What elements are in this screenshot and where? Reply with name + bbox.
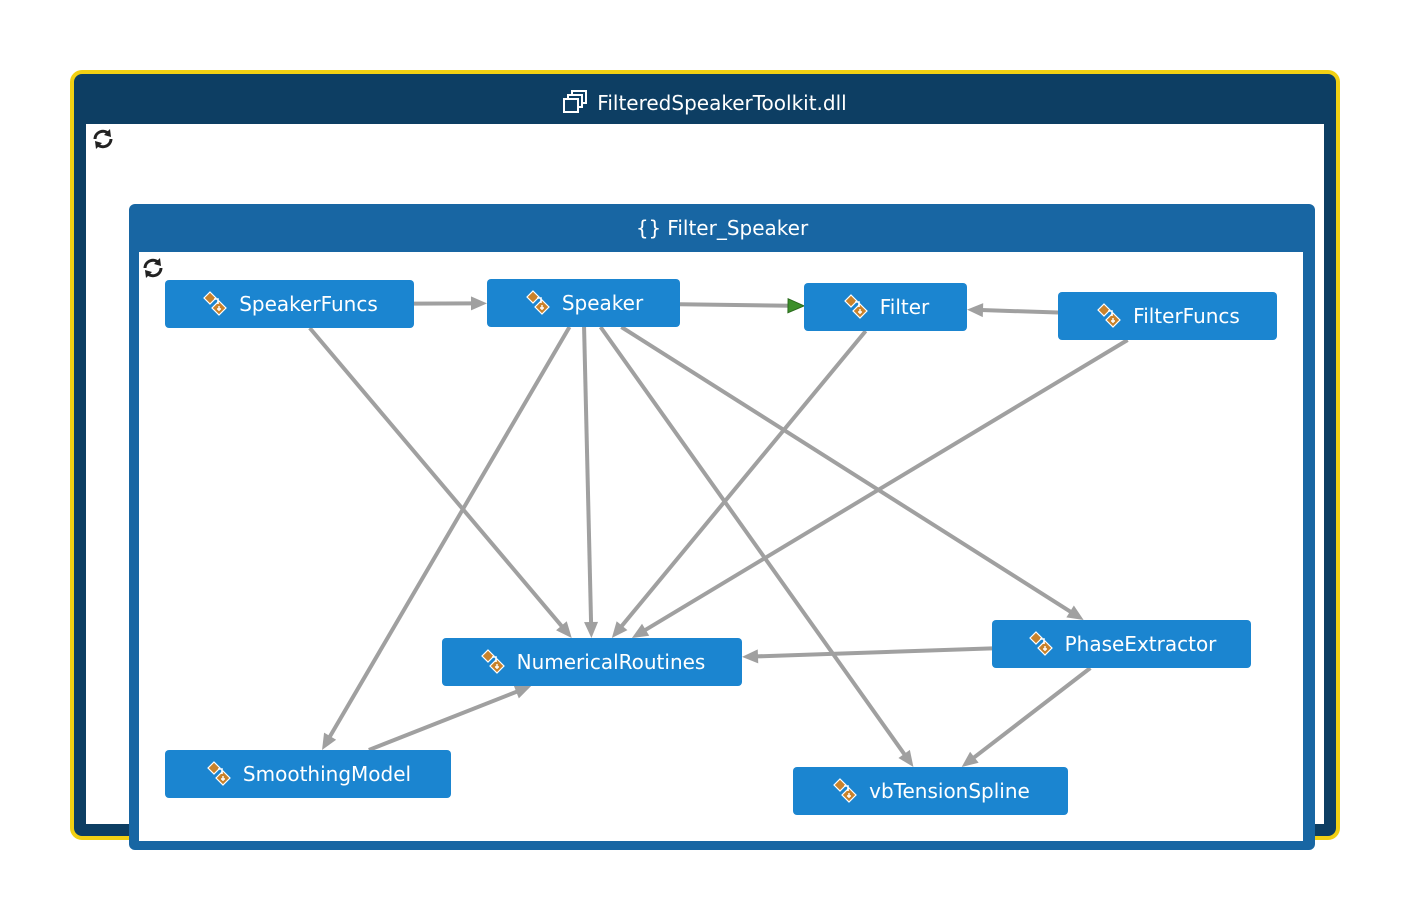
node-filterfuncs[interactable]: FilterFuncs xyxy=(1058,292,1277,340)
namespace-title: Filter_Speaker xyxy=(667,216,809,240)
assembly-header[interactable]: FilteredSpeakerToolkit.dll xyxy=(74,88,1336,118)
dependency-edge-speaker-phaseextractor[interactable] xyxy=(620,325,1073,615)
arrowhead-speaker-numericalroutines xyxy=(584,621,599,638)
class-icon xyxy=(526,290,550,315)
node-label: NumericalRoutines xyxy=(516,650,706,674)
class-icon xyxy=(833,778,857,803)
class-icon xyxy=(843,294,868,319)
dependency-edge-phaseextractor-vbtensionspline[interactable] xyxy=(971,666,1092,761)
arrowhead-filterfuncs-numericalroutines xyxy=(631,623,650,638)
dependency-edge-speaker-vbtensionspline[interactable] xyxy=(598,325,907,757)
assembly-title: FilteredSpeakerToolkit.dll xyxy=(597,91,847,115)
namespace-body: SpeakerFuncs Speaker Filter FilterFuncs … xyxy=(139,252,1303,841)
namespace-container[interactable]: {}Filter_Speaker SpeakerFuncs Speaker xyxy=(129,204,1315,850)
arrowhead-speaker-smoothingmodel xyxy=(322,732,337,750)
class-icon xyxy=(480,649,505,674)
dependency-edges xyxy=(308,296,1129,767)
node-speaker[interactable]: Speaker xyxy=(487,279,680,327)
dependency-edge-speaker-smoothingmodel[interactable] xyxy=(327,325,572,739)
arrowhead-speaker-vbtensionspline xyxy=(898,749,914,767)
arrowhead-filterfuncs-filter xyxy=(967,303,984,318)
dependency-edge-filter-numericalroutines[interactable] xyxy=(619,329,868,629)
dependency-edge-speakerfuncs-numericalroutines[interactable] xyxy=(308,326,565,629)
arrowhead-speaker-phaseextractor xyxy=(1066,605,1084,620)
node-numericalroutines[interactable]: NumericalRoutines xyxy=(442,638,742,686)
arrowhead-speakerfuncs-speaker xyxy=(470,296,487,311)
refresh-cycle-icon xyxy=(143,258,163,278)
node-label: PhaseExtractor xyxy=(1064,632,1217,656)
arrowhead-phaseextractor-numericalroutines xyxy=(742,649,759,664)
node-label: Speaker xyxy=(561,291,644,315)
assembly-icon xyxy=(563,90,588,113)
node-filter[interactable]: Filter xyxy=(804,283,967,331)
node-label: FilterFuncs xyxy=(1133,304,1240,328)
node-vbtensionspline[interactable]: vbTensionSpline xyxy=(793,767,1068,815)
dependency-edge-speaker-numericalroutines[interactable] xyxy=(582,326,594,625)
arrowhead-phaseextractor-vbtensionspline xyxy=(961,751,979,767)
assembly-container[interactable]: FilteredSpeakerToolkit.dll {}Filter_Spea… xyxy=(70,70,1340,850)
refresh-cycle-icon xyxy=(93,129,113,149)
node-speakerfuncs[interactable]: SpeakerFuncs xyxy=(165,280,414,328)
class-icon xyxy=(203,291,228,316)
node-label: vbTensionSpline xyxy=(869,779,1030,803)
arrowhead-smoothingmodel-numericalroutines xyxy=(513,685,532,699)
dependency-edge-filterfuncs-filter[interactable] xyxy=(980,308,1059,315)
class-icon xyxy=(207,761,231,786)
arrowhead-filter-numericalroutines xyxy=(611,621,628,638)
dependency-edge-filterfuncs-numericalroutines[interactable] xyxy=(642,338,1129,633)
arrowhead-speakerfuncs-numericalroutines xyxy=(556,621,572,638)
namespace-header[interactable]: {}Filter_Speaker xyxy=(129,213,1315,243)
node-label: Filter xyxy=(879,295,930,319)
class-icon xyxy=(1028,631,1053,656)
dependency-edge-smoothingmodel-numericalroutines[interactable] xyxy=(368,689,519,752)
dependency-edge-speaker-filter[interactable] xyxy=(679,302,791,308)
node-phaseextractor[interactable]: PhaseExtractor xyxy=(992,620,1251,668)
arrowhead-speaker-filter xyxy=(787,297,806,314)
class-icon xyxy=(1097,303,1121,328)
node-smoothingmodel[interactable]: SmoothingModel xyxy=(165,750,451,798)
node-label: SpeakerFuncs xyxy=(239,292,378,316)
assembly-body: {}Filter_Speaker SpeakerFuncs Speaker xyxy=(86,124,1324,850)
namespace-braces-icon: {} xyxy=(635,216,662,240)
node-label: SmoothingModel xyxy=(242,762,412,786)
dependency-edge-phaseextractor-numericalroutines[interactable] xyxy=(755,646,993,659)
